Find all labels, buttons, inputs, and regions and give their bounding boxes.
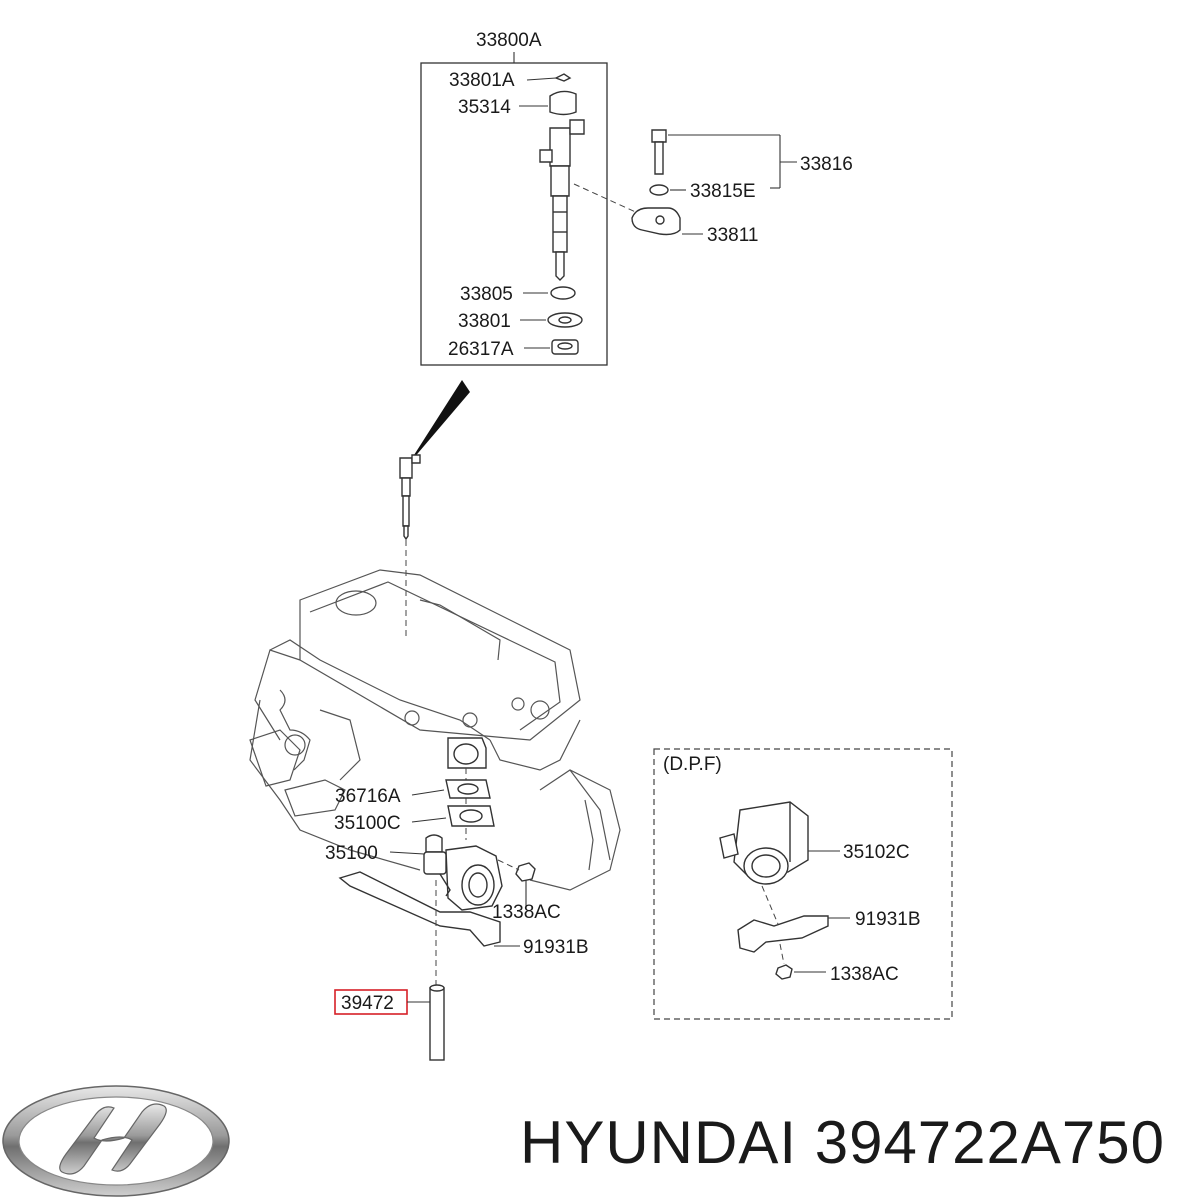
dpf-group: (D.P.F) 35102C 91931B 1338AC bbox=[653, 748, 953, 1020]
small-injector bbox=[399, 454, 421, 640]
dpf-label[interactable]: (D.P.F) bbox=[663, 754, 722, 775]
o-ring-part bbox=[550, 286, 576, 300]
label-33801[interactable]: 33801 bbox=[458, 311, 511, 332]
clip-part bbox=[554, 73, 572, 82]
label-26317A[interactable]: 26317A bbox=[448, 339, 514, 360]
label-35100[interactable]: 35100 bbox=[325, 843, 378, 864]
nut-dpf-part bbox=[775, 964, 793, 980]
pointer-wedge bbox=[407, 380, 470, 466]
bracket-dpf-part bbox=[737, 915, 829, 953]
throttle-stack: 36716A 35100C 35100 1338AC 91931B bbox=[325, 768, 589, 985]
spring-washer-part bbox=[649, 184, 669, 196]
label-91931B-dpf[interactable]: 91931B bbox=[855, 909, 921, 930]
label-33816[interactable]: 33816 bbox=[800, 154, 853, 175]
injector-assembly-group: 33800A 33801A 35314 33805 33801 bbox=[420, 30, 641, 366]
label-33805[interactable]: 33805 bbox=[460, 284, 513, 305]
actuator-part bbox=[719, 801, 809, 885]
gasket-36716A-part bbox=[445, 779, 491, 799]
label-1338AC-main[interactable]: 1338AC bbox=[492, 902, 561, 923]
throttle-body-part bbox=[423, 834, 503, 911]
nut-main-part bbox=[515, 862, 536, 882]
assembly-label[interactable]: 33800A bbox=[476, 30, 542, 51]
label-1338AC-dpf[interactable]: 1338AC bbox=[830, 964, 899, 985]
pipe-part bbox=[429, 987, 445, 1061]
label-91931B-main[interactable]: 91931B bbox=[523, 937, 589, 958]
clamp-group: 33816 33815E 33811 bbox=[631, 129, 853, 246]
engine-block bbox=[249, 569, 621, 891]
label-35100C[interactable]: 35100C bbox=[334, 813, 401, 834]
bolt-part bbox=[651, 129, 667, 143]
cap-part bbox=[549, 90, 577, 116]
hyundai-logo bbox=[2, 1085, 230, 1197]
seal-part bbox=[551, 339, 579, 355]
label-33815E[interactable]: 33815E bbox=[690, 181, 756, 202]
label-33801A[interactable]: 33801A bbox=[449, 70, 515, 91]
label-35102C[interactable]: 35102C bbox=[843, 842, 910, 863]
footer-title: HYUNDAI 394722A750 bbox=[520, 1109, 1166, 1176]
pipe-group: 39472 bbox=[334, 984, 445, 1061]
washer-part bbox=[547, 312, 583, 328]
assembly-box bbox=[420, 62, 608, 366]
bracket-main-part bbox=[338, 871, 501, 947]
label-35314[interactable]: 35314 bbox=[458, 97, 511, 118]
gasket-35100C-part bbox=[447, 805, 495, 827]
label-36716A[interactable]: 36716A bbox=[335, 786, 401, 807]
injector-part bbox=[539, 119, 585, 281]
label-39472[interactable]: 39472 bbox=[341, 993, 394, 1014]
label-33811[interactable]: 33811 bbox=[707, 225, 758, 246]
dpf-box bbox=[653, 748, 953, 1020]
